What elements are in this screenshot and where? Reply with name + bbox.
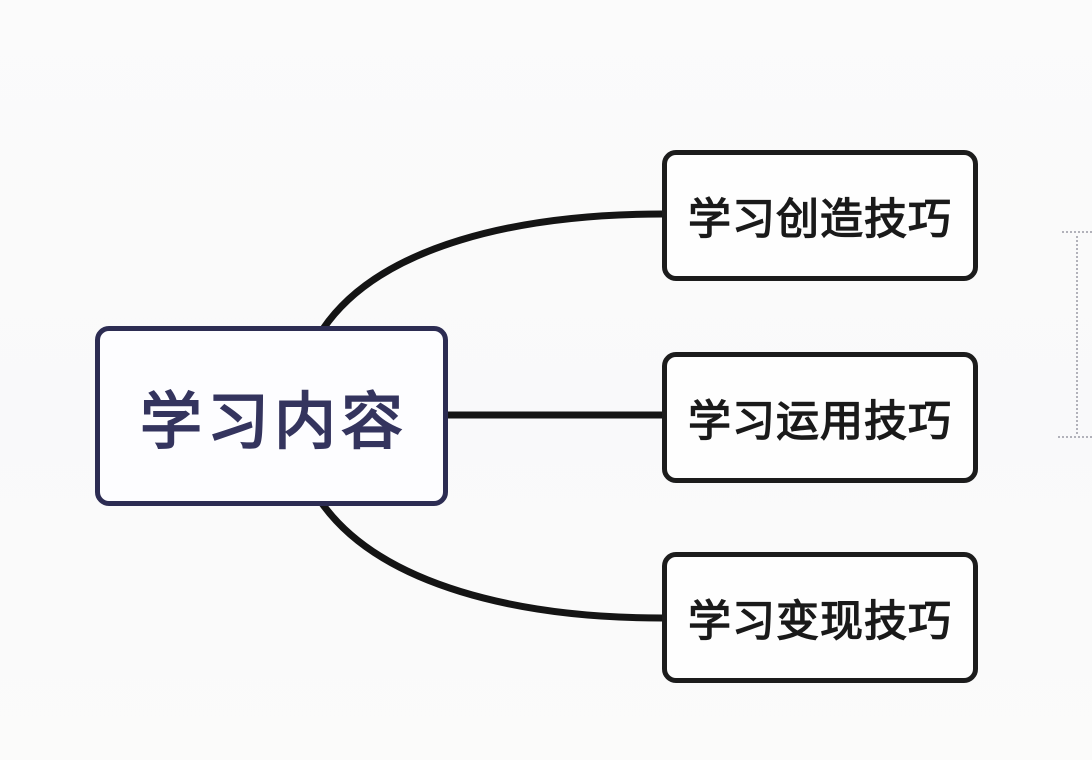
child-node-2[interactable]: 学习运用技巧	[662, 352, 978, 483]
child-node-1[interactable]: 学习创造技巧	[662, 150, 978, 281]
dotted-outline-top-stub	[1062, 231, 1092, 233]
root-node-label: 学习内容	[139, 388, 408, 457]
root-node[interactable]: 学习内容	[95, 326, 448, 506]
dotted-outline-bottom-stub	[1058, 436, 1092, 438]
child-node-3-label: 学习变现技巧	[688, 597, 952, 646]
connector-root-to-child-3	[317, 498, 666, 622]
child-node-3[interactable]: 学习变现技巧	[662, 552, 978, 683]
child-node-1-label: 学习创造技巧	[688, 195, 952, 244]
dotted-outline-vertical-edge	[1076, 236, 1078, 434]
child-node-2-label: 学习运用技巧	[688, 397, 952, 446]
connector-root-to-child-1	[319, 210, 666, 333]
